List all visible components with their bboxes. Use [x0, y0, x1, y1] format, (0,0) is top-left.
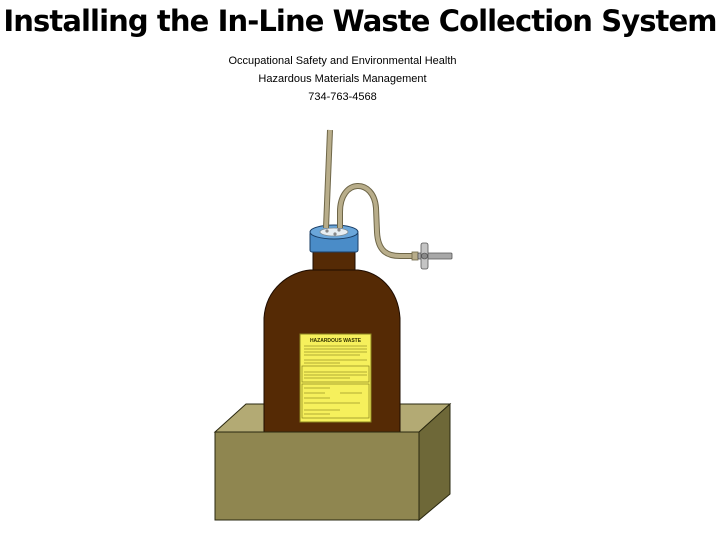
waste-label-heading: HAZARDOUS WASTE: [310, 338, 362, 344]
bottle-cap: [309, 224, 359, 253]
division-name: Hazardous Materials Management: [258, 73, 427, 85]
label-fine-print: [304, 345, 367, 415]
department-name: Occupational Safety and Environmental He…: [228, 55, 457, 67]
hazardous-waste-label: HAZARDOUS WASTE: [299, 333, 372, 423]
stopcock-valve-icon: [411, 242, 453, 270]
outlet-tube: [337, 183, 418, 259]
support-box-front: [214, 431, 420, 521]
slide-title: Installing the In-Line Waste Collection …: [3, 4, 717, 38]
inlet-tube: [323, 129, 333, 229]
label-dividers: [301, 365, 370, 419]
subtitle-block: Occupational Safety and Environmental He…: [200, 52, 485, 106]
phone-number: 734-763-4568: [308, 91, 377, 103]
